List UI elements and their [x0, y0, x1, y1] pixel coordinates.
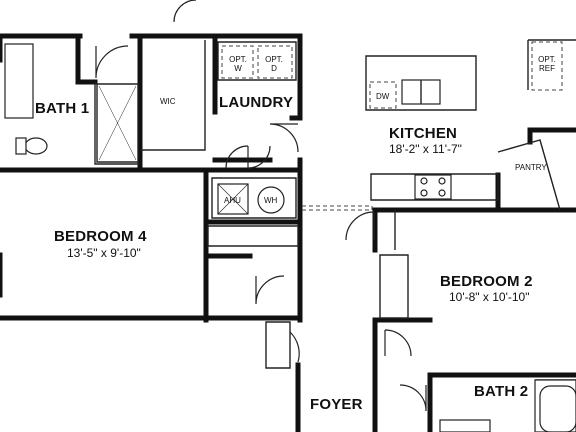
opt-ref-line2: REF	[539, 64, 555, 73]
opt-dryer-line2: D	[271, 64, 277, 73]
ahu-label: AHU	[224, 196, 241, 205]
bath2-label: BATH 2	[474, 383, 529, 400]
wic-label: WIC	[160, 97, 176, 106]
opt-dryer-label: OPT. D	[262, 55, 286, 73]
doors	[95, 0, 427, 412]
walls	[0, 33, 576, 432]
opt-washer-line1: OPT.	[229, 55, 247, 64]
kitchen-label: KITCHEN	[389, 125, 458, 142]
dashed-outlines	[221, 41, 563, 211]
wh-label: WH	[264, 196, 278, 205]
opt-washer-label: OPT. W	[226, 55, 250, 73]
opt-ref-label: OPT. REF	[535, 55, 559, 73]
water-heater-icon	[257, 186, 285, 214]
kitchen-size: 18'-2" x 11'-7"	[389, 142, 462, 156]
vanity-icon	[439, 419, 491, 432]
fixtures	[4, 43, 576, 432]
bedroom4-size: 13'-5" x 9'-10"	[67, 246, 141, 260]
opt-washer-line2: W	[234, 64, 242, 73]
dishwasher-label: DW	[376, 92, 390, 101]
toilet-icon	[24, 137, 48, 155]
foyer-label: FOYER	[310, 396, 363, 413]
bath1-label: BATH 1	[35, 100, 90, 117]
bedroom2-size: 10'-8" x 10'-10"	[449, 290, 530, 304]
bedroom4-label: BEDROOM 4	[54, 228, 147, 245]
opt-dryer-line1: OPT.	[265, 55, 283, 64]
laundry-label: LAUNDRY	[219, 94, 294, 111]
pantry-label: PANTRY	[515, 163, 547, 172]
bedroom2-label: BEDROOM 2	[440, 273, 533, 290]
opt-ref-line1: OPT.	[538, 55, 556, 64]
cooktop-icon	[414, 174, 452, 200]
